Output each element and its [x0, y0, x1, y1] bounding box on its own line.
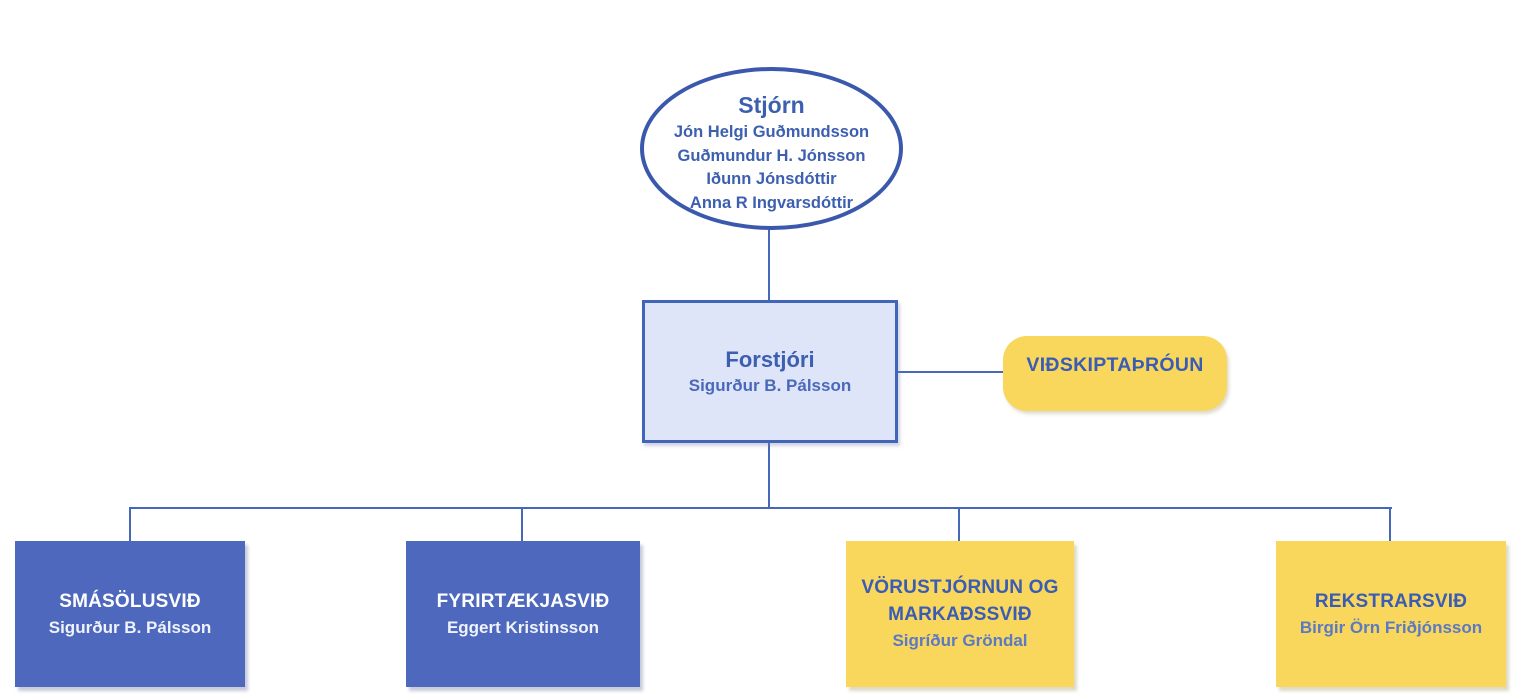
division-title: SMÁSÖLUSVIÐ: [59, 590, 201, 612]
ceo-node: Forstjóri Sigurður B. Pálsson: [642, 300, 898, 443]
ceo-name: Sigurður B. Pálsson: [688, 375, 852, 395]
bus-to-division-4-connector: [1389, 507, 1391, 542]
division-node-fyrirtaekjasvid: FYRIRTÆKJASVIÐ Eggert Kristinsson: [406, 541, 640, 687]
division-node-smasolusvid: SMÁSÖLUSVIÐ Sigurður B. Pálsson: [15, 541, 245, 687]
board-member: Guðmundur H. Jónsson: [677, 146, 866, 165]
division-name: Birgir Örn Friðjónsson: [1299, 617, 1483, 637]
staff-unit-node: VIÐSKIPTAÞRÓUN: [1003, 336, 1227, 411]
bus-to-division-2-connector: [521, 507, 523, 542]
board-member: Jón Helgi Guðmundsson: [673, 123, 870, 141]
board-node: Stjórn Jón Helgi Guðmundsson Guðmundur H…: [640, 67, 903, 230]
division-title: REKSTRARSVIÐ: [1314, 590, 1468, 612]
bus-to-division-3-connector: [958, 507, 960, 542]
board-to-ceo-connector: [768, 228, 770, 302]
ceo-to-bus-connector: [768, 441, 770, 509]
ceo-title: Forstjóri: [725, 346, 815, 372]
division-name: Sigurður B. Pálsson: [48, 617, 212, 637]
division-name: Sigríður Gröndal: [892, 631, 1028, 650]
bus-to-division-1-connector: [129, 507, 131, 542]
ceo-to-staff-connector: [898, 371, 1004, 373]
staff-unit-label: VIÐSKIPTAÞRÓUN: [1026, 354, 1204, 376]
division-name: Eggert Kristinsson: [446, 617, 600, 637]
board-title: Stjórn: [738, 92, 805, 118]
board-member: Anna R Ingvarsdóttir: [689, 193, 854, 212]
division-node-rekstrarsvid: REKSTRARSVIÐ Birgir Örn Friðjónsson: [1276, 541, 1506, 687]
division-title: FYRIRTÆKJASVIÐ: [436, 590, 610, 612]
division-title: VÖRUSTJÓRNUN OG MARKAÐSSVIÐ: [861, 577, 1059, 625]
division-node-vorustjornun-markadssvid: VÖRUSTJÓRNUN OG MARKAÐSSVIÐ Sigríður Grö…: [846, 541, 1074, 687]
board-member: Iðunn Jónsdóttir: [706, 170, 837, 188]
divisions-bus-line: [129, 507, 1392, 509]
